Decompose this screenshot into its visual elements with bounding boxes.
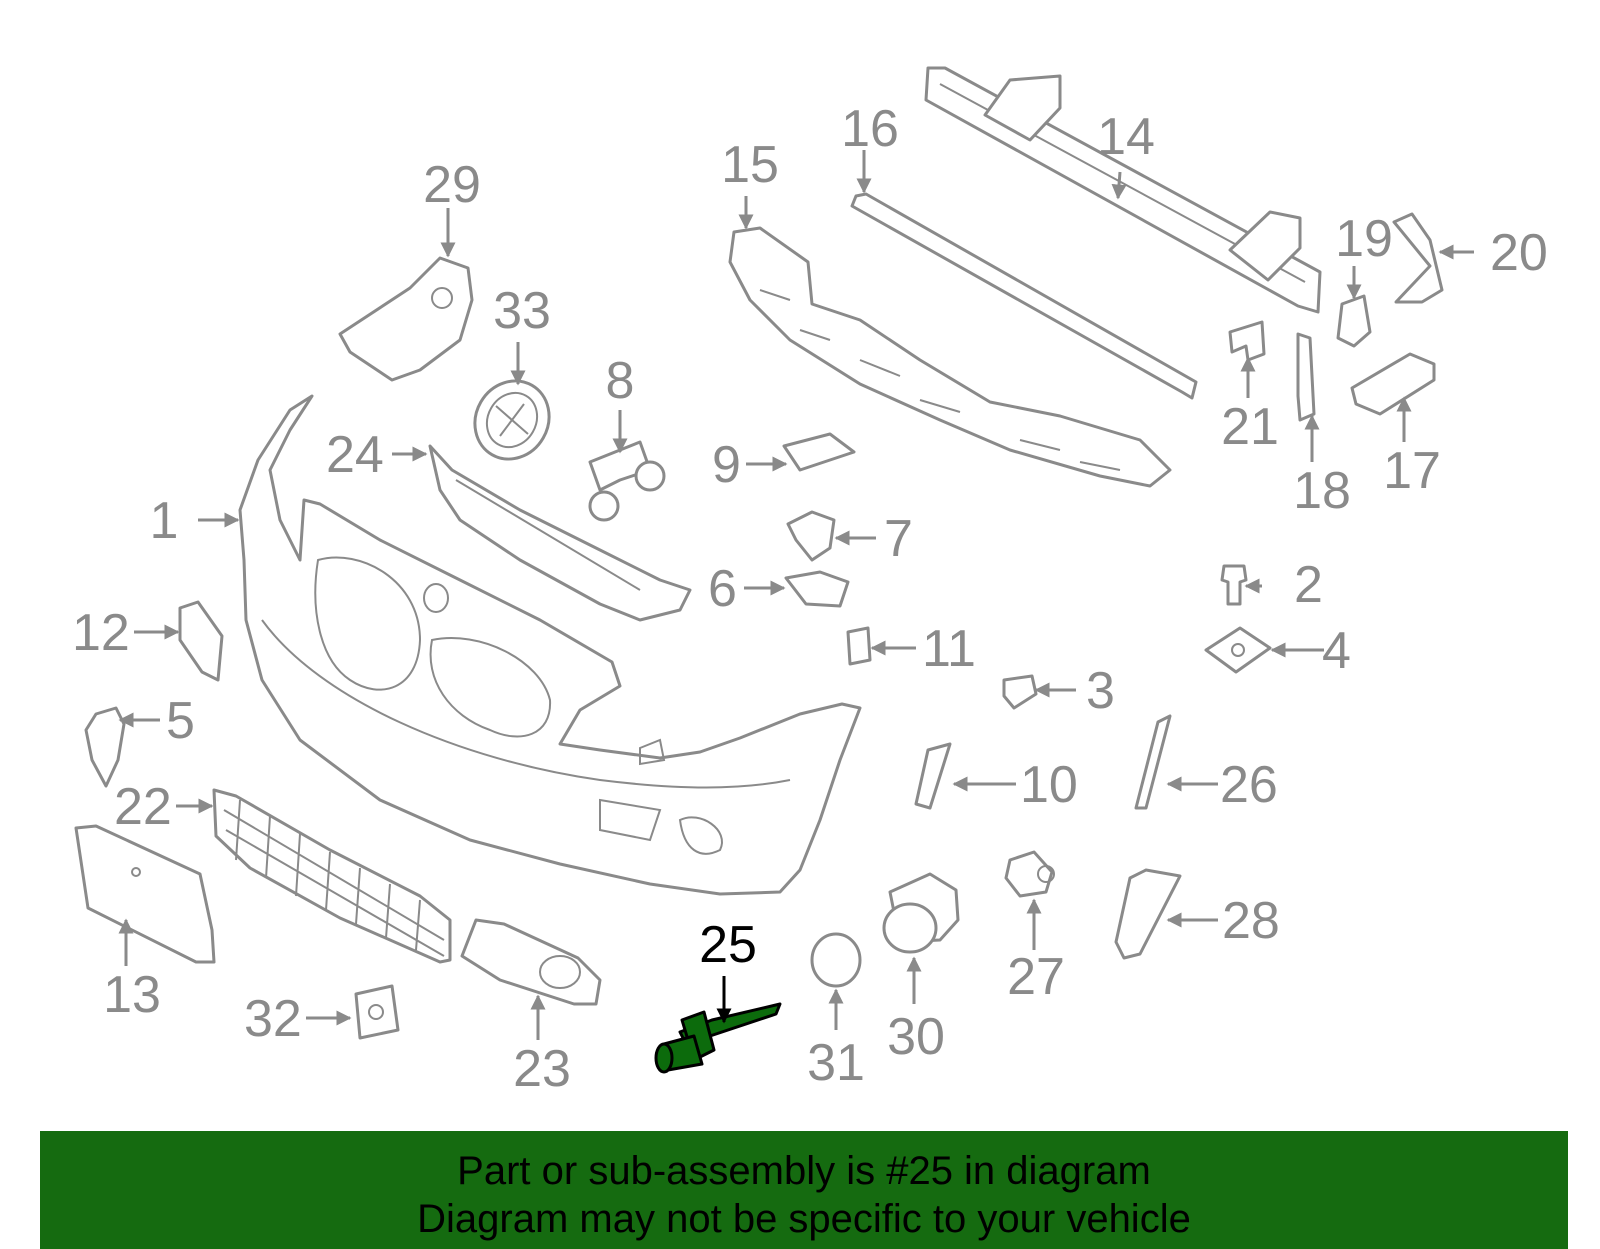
part-24-grille-trim (428, 444, 692, 622)
callout-26: 26 (1220, 756, 1278, 814)
part-16-absorber-strip (850, 192, 1198, 400)
part-26-trim-strip (1134, 714, 1172, 810)
part-29-air-duct (338, 256, 474, 382)
callout-20: 20 (1490, 224, 1548, 282)
callout-arrows (118, 150, 1474, 1040)
part-27-sensor-holder (1004, 850, 1055, 898)
part-28-bracket (1114, 868, 1182, 960)
callout-19: 19 (1335, 210, 1393, 268)
part-1-bumper-cover (238, 394, 862, 896)
part-12-bracket (178, 600, 224, 682)
part-3-nut (1002, 674, 1038, 710)
callout-12: 12 (72, 604, 130, 662)
callout-15: 15 (721, 136, 779, 194)
part-13-license-plate-bracket (74, 824, 216, 964)
parts-diagram: 1 2 3 4 5 6 7 8 9 10 11 12 13 14 15 16 1… (72, 66, 1548, 1098)
part-2-bolt (1220, 564, 1248, 606)
part-30-parking-sensor (882, 872, 960, 954)
callout-32: 32 (244, 990, 302, 1048)
callout-17: 17 (1383, 442, 1441, 500)
callout-21: 21 (1221, 398, 1279, 456)
callout-7: 7 (884, 510, 913, 568)
part-5-rivet (84, 706, 126, 788)
part-10-bracket (914, 742, 952, 810)
callout-5: 5 (166, 692, 195, 750)
callout-30: 30 (887, 1008, 945, 1066)
callout-9: 9 (712, 436, 741, 494)
callout-33: 33 (493, 282, 551, 340)
part-17-foam-block (1350, 352, 1436, 416)
part-22-lower-grille (212, 788, 452, 964)
callout-24: 24 (326, 426, 384, 484)
part-6-bracket (784, 570, 850, 608)
callout-11: 11 (922, 620, 976, 678)
callout-14: 14 (1097, 108, 1155, 166)
part-19-bracket (1336, 294, 1372, 348)
part-20-bracket (1392, 212, 1444, 304)
part-9-cover-cap (782, 432, 856, 472)
part-11-clip (846, 626, 872, 666)
callout-31: 31 (807, 1034, 865, 1092)
part-32-bracket (354, 984, 400, 1040)
part-25-temperature-sensor (654, 1002, 782, 1074)
part-4-clip-nut (1204, 626, 1272, 674)
callout-2: 2 (1294, 556, 1323, 614)
part-31-sensor-cap (810, 932, 862, 988)
part-23-fog-grille (460, 918, 602, 1006)
part-8-bracket (588, 440, 666, 522)
callout-1: 1 (150, 492, 179, 550)
callout-23: 23 (513, 1040, 571, 1098)
callout-4: 4 (1322, 622, 1351, 680)
callout-labels: 1 2 3 4 5 6 7 8 9 10 11 12 13 14 15 16 1… (72, 100, 1548, 1098)
callout-16: 16 (841, 100, 899, 158)
banner-line-part-number: Part or sub-assembly is #25 in diagram (457, 1149, 1151, 1193)
callout-29: 29 (423, 156, 481, 214)
info-banner: Part or sub-assembly is #25 in diagram D… (40, 1131, 1568, 1249)
callout-13: 13 (103, 966, 161, 1024)
part-21-clip (1228, 320, 1266, 362)
part-7-clip (786, 510, 836, 562)
part-33-emblem (473, 379, 551, 461)
callout-8: 8 (606, 352, 635, 410)
callout-18: 18 (1293, 462, 1351, 520)
callout-6: 6 (708, 560, 737, 618)
part-15-energy-absorber (728, 226, 1172, 488)
callout-3: 3 (1086, 662, 1115, 720)
callout-22: 22 (114, 778, 172, 836)
banner-line-disclaimer: Diagram may not be specific to your vehi… (417, 1197, 1191, 1241)
part-18-bracket (1296, 332, 1316, 422)
callout-25: 25 (699, 916, 757, 974)
callout-10: 10 (1020, 756, 1078, 814)
callout-28: 28 (1222, 892, 1280, 950)
callout-27: 27 (1007, 948, 1065, 1006)
